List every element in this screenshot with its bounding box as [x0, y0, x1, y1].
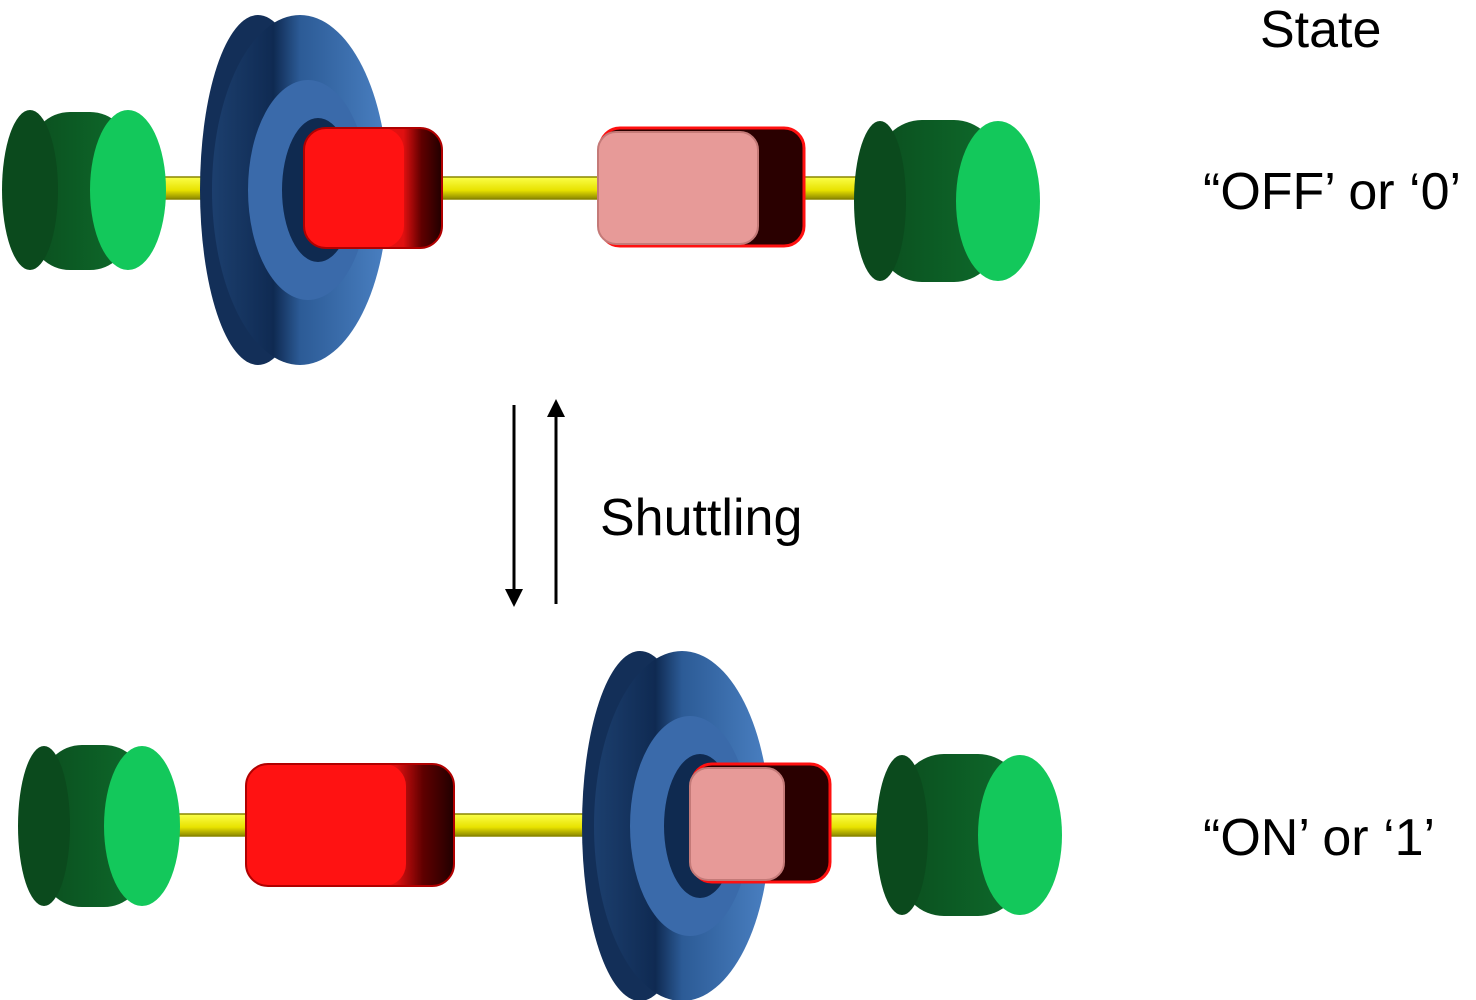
left-stopper [18, 745, 180, 907]
right-stopper [876, 754, 1062, 916]
state-heading: State [1260, 1, 1382, 59]
pink-station [597, 126, 806, 248]
left-stopper [2, 110, 166, 270]
equilibrium-arrows [505, 399, 565, 607]
on-state-rotaxane [18, 651, 1062, 1000]
off-state-label: “OFF’ or ‘0’ [1203, 163, 1462, 221]
red-station [303, 127, 443, 249]
on-state-label: “ON’ or ‘1’ [1203, 809, 1436, 867]
right-stopper [854, 120, 1040, 282]
red-station [245, 763, 455, 887]
shuttling-label: Shuttling [600, 489, 803, 547]
macrocycle-ring [582, 651, 770, 1000]
off-state-rotaxane [2, 15, 1040, 365]
pink-station [689, 762, 832, 884]
